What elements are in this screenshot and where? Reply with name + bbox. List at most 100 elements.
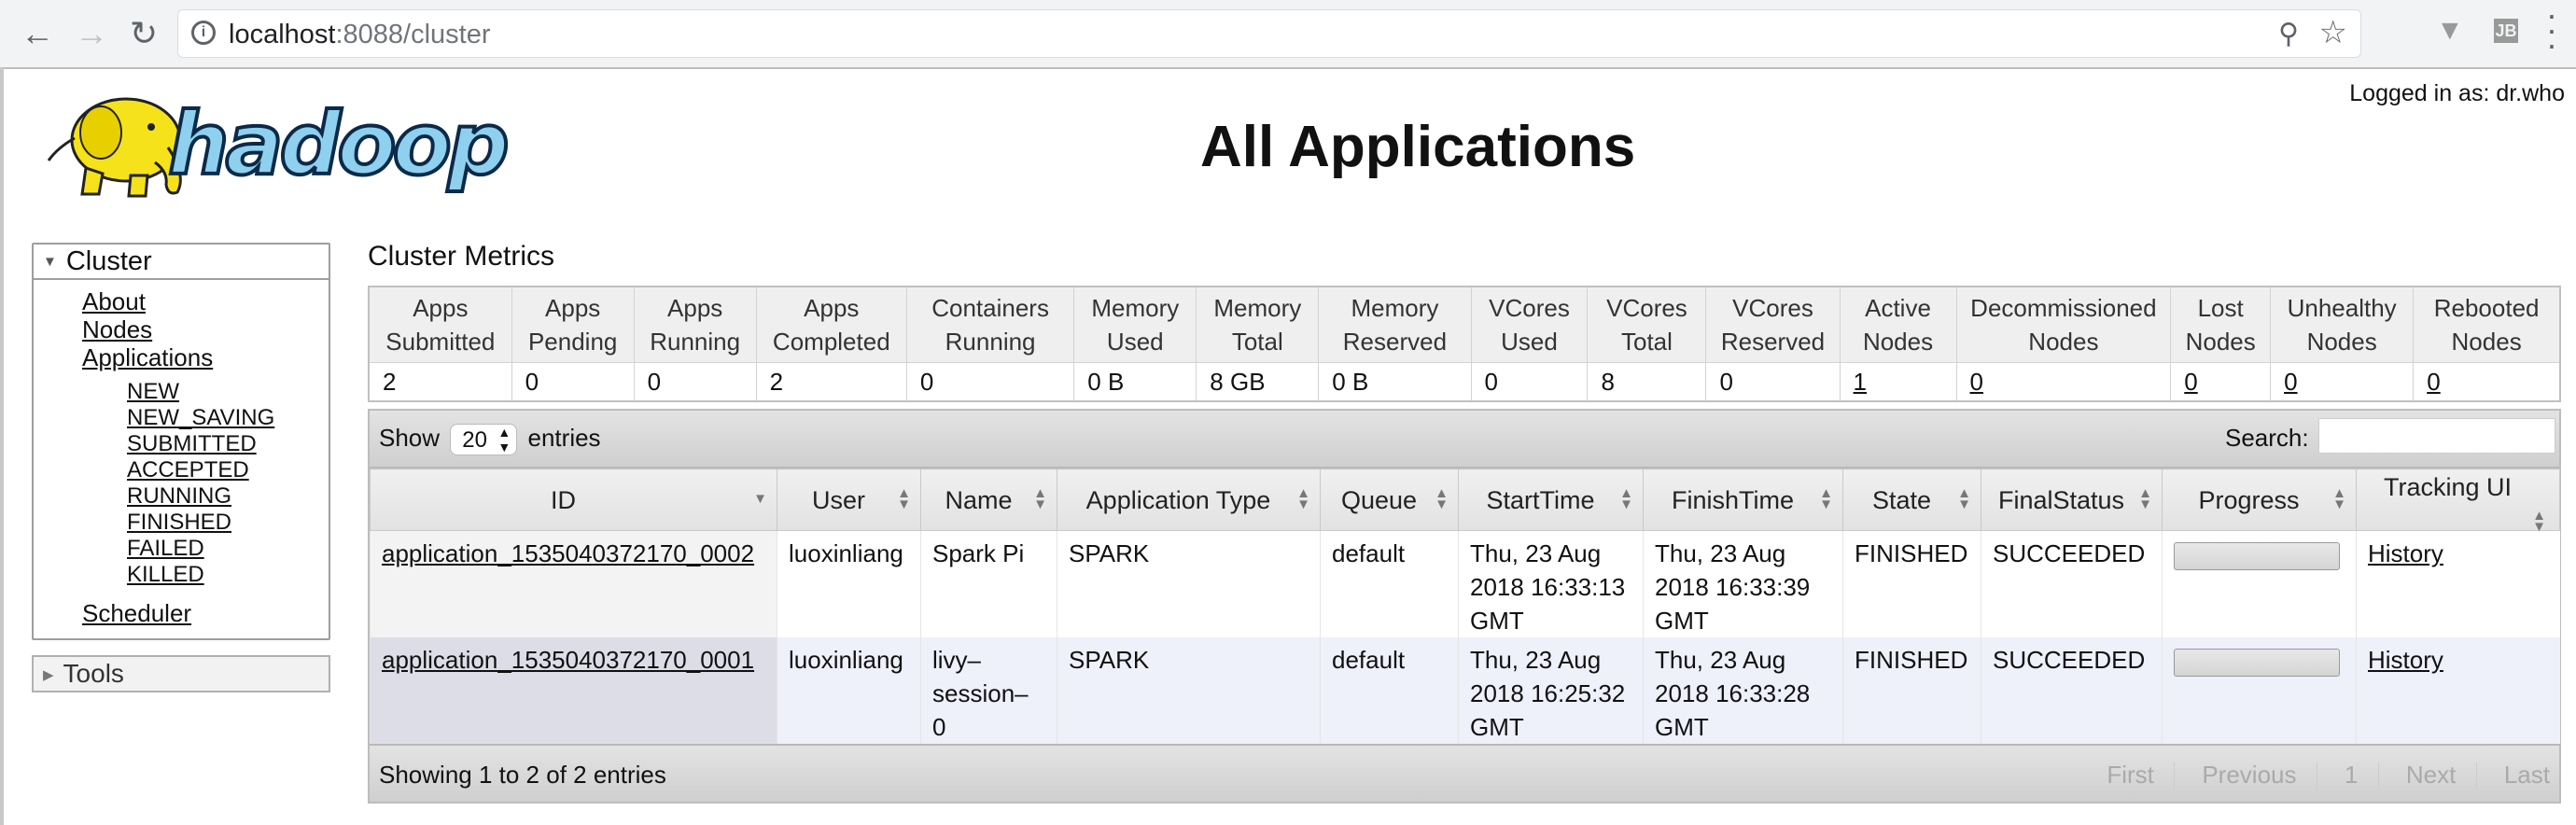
column-header[interactable]: FinalStatus▲▼: [1981, 468, 2163, 531]
pager-page-1-button[interactable]: 1: [2344, 761, 2359, 789]
logo-text: hadoop: [168, 94, 507, 194]
sidebar-item-submitted[interactable]: SUBMITTED: [127, 431, 257, 456]
time-line: Thu, 23 Aug: [1470, 539, 1602, 567]
metrics-header-line: Decommissioned: [1970, 294, 2157, 322]
time-line: GMT: [1470, 607, 1524, 635]
metrics-header-line: Used: [1106, 328, 1164, 356]
time-line: 2018 16:33:39: [1655, 573, 1811, 601]
metrics-header-line: Apps: [545, 294, 601, 322]
metrics-header-line: Nodes: [2028, 328, 2099, 356]
final-status-cell: SUCCEEDED: [1981, 530, 2163, 637]
info-icon[interactable]: i: [191, 21, 216, 45]
queue-cell: default: [1320, 637, 1459, 744]
time-line: 2018 16:25:32: [1470, 679, 1626, 707]
time-line: GMT: [1655, 713, 1709, 741]
sidebar-item-finished[interactable]: FINISHED: [127, 510, 232, 535]
progress-bar: [2174, 649, 2340, 677]
sidebar-item-failed[interactable]: FAILED: [127, 536, 204, 561]
column-header[interactable]: FinishTime▲▼: [1643, 468, 1843, 531]
zoom-icon[interactable]: ⚲: [2278, 19, 2299, 49]
pager-divider: [2475, 762, 2477, 791]
time-line: Thu, 23 Aug: [1655, 539, 1786, 567]
sidebar-cluster-header[interactable]: ▼Cluster: [34, 245, 329, 280]
sidebar-item-new-saving[interactable]: NEW_SAVING: [127, 405, 275, 430]
column-header[interactable]: Name▲▼: [920, 468, 1057, 531]
extension-v-icon[interactable]: ▼: [2436, 15, 2464, 46]
column-header-label: Application Type: [1085, 485, 1271, 514]
user-cell: luoxinliang: [777, 637, 921, 744]
column-header-label: ID: [551, 485, 576, 514]
entries-select[interactable]: 20▲▼: [450, 424, 518, 456]
sidebar-item-nodes[interactable]: Nodes: [82, 315, 153, 343]
sidebar-item-killed[interactable]: KILLED: [127, 562, 204, 587]
metrics-value-link[interactable]: 0: [1955, 362, 2172, 402]
metrics-value-link[interactable]: 0: [2413, 362, 2561, 402]
showing-entries-text: Showing 1 to 2 of 2 entries: [379, 761, 666, 789]
metrics-header-line: Nodes: [2451, 328, 2522, 356]
column-header[interactable]: Queue▲▼: [1320, 468, 1459, 531]
application-id-link[interactable]: application_1535040372170_0001: [370, 637, 777, 744]
column-header-label: State: [1871, 485, 1932, 514]
sidebar-item-new[interactable]: NEW: [127, 379, 179, 404]
tracking-ui-link[interactable]: History: [2356, 637, 2560, 744]
progress-cell: [2162, 530, 2357, 637]
sidebar-item-scheduler[interactable]: Scheduler: [82, 599, 192, 627]
column-header[interactable]: Application Type ▲▼: [1057, 468, 1321, 531]
sidebar-item-applications[interactable]: Applications: [82, 343, 214, 371]
metrics-header-line: Running: [945, 328, 1036, 356]
search-input[interactable]: [2318, 418, 2555, 454]
table-controls-top: Show 20▲▼ entries Search:: [370, 411, 2559, 468]
sort-icon: ▲▼: [1296, 485, 1310, 512]
column-header[interactable]: State▲▼: [1842, 468, 1981, 531]
extension-jb-icon[interactable]: JB: [2494, 19, 2518, 43]
metrics-value-link[interactable]: 0: [2270, 362, 2415, 402]
pager-first-button[interactable]: First: [2107, 761, 2154, 789]
sidebar-item-about[interactable]: About: [82, 287, 146, 315]
column-header[interactable]: ID ▼: [370, 468, 777, 531]
sidebar-item-accepted[interactable]: ACCEPTED: [127, 457, 249, 482]
metrics-value: 0: [1470, 362, 1589, 402]
pager-next-button[interactable]: Next: [2405, 761, 2457, 789]
bookmark-star-icon[interactable]: ☆: [2318, 15, 2347, 50]
metrics-header-line: Apps: [413, 294, 469, 322]
tracking-ui-link[interactable]: History: [2356, 530, 2560, 637]
sort-icon: ▲▼: [1619, 485, 1633, 512]
column-header-label: User: [811, 485, 865, 514]
column-header[interactable]: Progress▲▼: [2162, 468, 2357, 531]
arrow-right-icon[interactable]: →: [75, 14, 108, 52]
table-controls-bottom: Showing 1 to 2 of 2 entries First Previo…: [370, 744, 2559, 802]
metrics-header-line: Memory: [1091, 294, 1180, 322]
metrics-header-line: Reserved: [1342, 328, 1448, 356]
arrow-left-icon[interactable]: ←: [21, 14, 54, 52]
more-menu-icon[interactable]: ···: [2546, 0, 2557, 63]
reload-icon[interactable]: ↻: [129, 14, 159, 52]
column-header[interactable]: User ▲▼: [777, 468, 921, 531]
column-header[interactable]: Tracking UI▲▼: [2356, 468, 2560, 534]
metrics-header-line: Containers: [931, 294, 1049, 322]
pager-previous-button[interactable]: Previous: [2202, 761, 2297, 789]
metrics-header-line: Memory: [1351, 294, 1439, 322]
sort-icon: ▲▼: [1435, 485, 1449, 512]
window-left-border: [0, 67, 4, 825]
pager-last-button[interactable]: Last: [2503, 761, 2550, 789]
sort-desc-icon: ▼: [753, 491, 767, 507]
address-bar[interactable]: i localhost:8088/cluster ⚲ ☆: [177, 9, 2361, 58]
sidebar-item-running[interactable]: RUNNING: [127, 483, 231, 509]
hadoop-logo[interactable]: hadoop: [37, 82, 541, 203]
metrics-header-line: VCores: [1489, 294, 1570, 322]
sort-icon: ▲▼: [2138, 485, 2152, 512]
time-line: Thu, 23 Aug: [1655, 646, 1786, 674]
metrics-value-link[interactable]: 0: [2170, 362, 2272, 402]
application-id-link[interactable]: application_1535040372170_0002: [370, 530, 777, 637]
sort-icon: ▲▼: [897, 485, 911, 512]
column-header[interactable]: StartTime▲▼: [1458, 468, 1644, 531]
sidebar-tools-header[interactable]: ▶Tools: [32, 655, 330, 692]
metrics-value-link[interactable]: 1: [1839, 362, 1957, 402]
